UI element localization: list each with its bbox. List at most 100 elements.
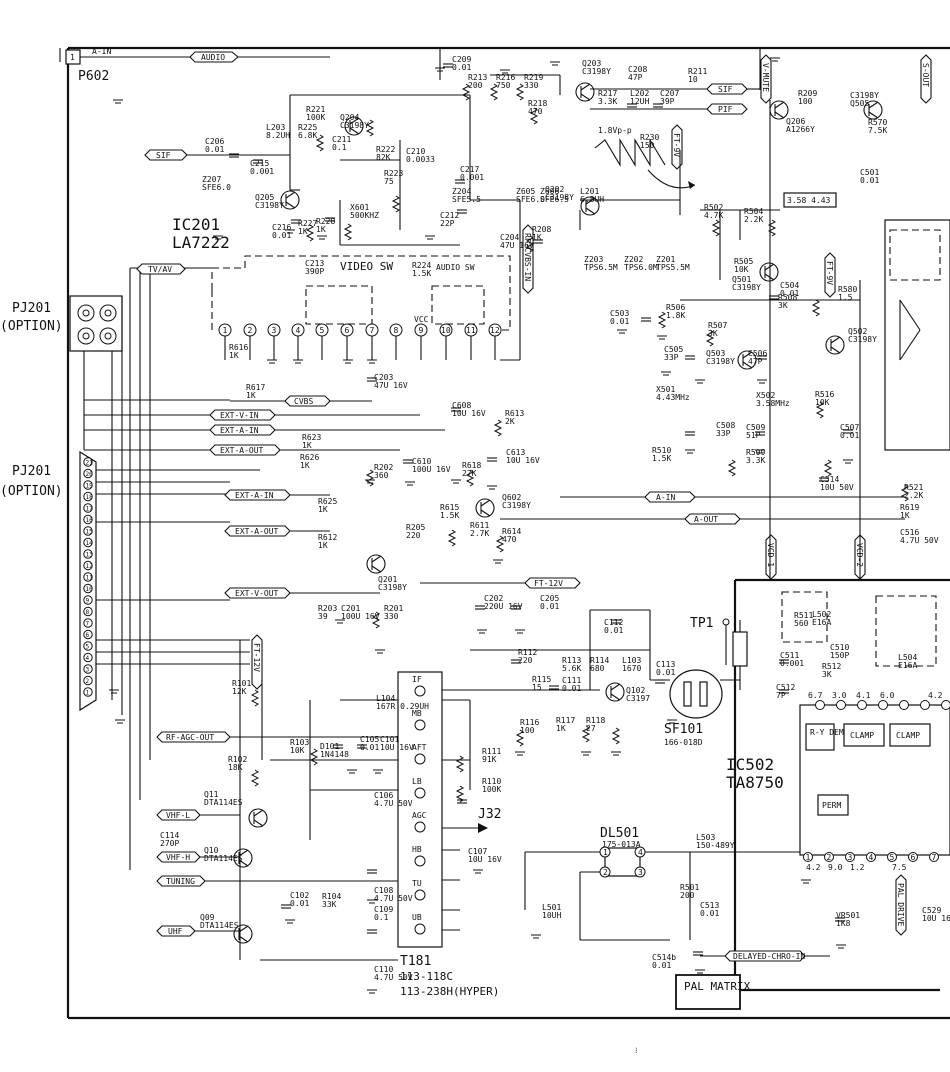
pj201-rca-jack: PJ201 (OPTION): [0, 295, 123, 352]
component-ref: Z203: [584, 255, 603, 264]
scart-pin-label: 9: [86, 598, 90, 605]
j32-label: J32: [478, 807, 501, 822]
ic502-bottom-pin-label: 5: [890, 853, 895, 862]
component-ref: R615: [440, 503, 459, 512]
component-value: 0.01: [780, 289, 799, 298]
components: C2090.01R213200R216750R219330R218470Q203…: [109, 55, 950, 994]
s-out-tag: S-OUT: [921, 63, 930, 87]
tuner-wiring: [239, 609, 651, 961]
ic201-pin-label: 6: [345, 326, 350, 335]
component-value: 75: [384, 177, 394, 186]
ic502-pin-voltage: 7.5: [892, 863, 907, 872]
pj201-bottom-label: PJ201: [12, 464, 51, 479]
component-value: 100K: [482, 785, 501, 794]
component-value: 22P: [440, 219, 455, 228]
tuner-pin: [414, 821, 426, 833]
component-ref: C508: [716, 421, 735, 430]
resistor-symbol: [461, 83, 471, 101]
tuner-pin-label: MB: [412, 709, 422, 718]
ground-symbol: [367, 989, 377, 994]
component-value: 150: [640, 141, 655, 150]
component-ref: C101: [380, 735, 399, 744]
component-ref: R103: [290, 738, 309, 747]
component-ref: Q206: [786, 117, 805, 126]
component-ref: R505: [734, 257, 753, 266]
ft-9v-tag-2: FT-9V: [825, 261, 834, 285]
cvbs-tag: CVBS: [230, 395, 372, 407]
ground-symbol: [531, 934, 541, 939]
component-ref: R616: [229, 343, 248, 352]
waveform-amp: 1.8Vp-p: [598, 126, 632, 135]
component-value: 0.01: [540, 602, 559, 611]
component-ref: R115: [532, 675, 551, 684]
tuner-name: T181: [400, 954, 431, 969]
component-ref: R617: [246, 383, 265, 392]
rf-cvbs-in-tag: RF-CVBS-IN: [523, 233, 532, 281]
component-ref: C113: [656, 660, 675, 669]
component-value: 1K: [532, 233, 542, 242]
component-ref: R222: [376, 145, 395, 154]
sif-tag-right: SIF: [706, 83, 748, 95]
ic502-pin-voltage: 4.1: [856, 691, 871, 700]
component-value: 470: [528, 107, 543, 116]
ground-symbol: [667, 719, 677, 724]
component-value: 3K: [822, 670, 832, 679]
component-ref: L203: [266, 123, 285, 132]
scart-pin: [83, 652, 93, 663]
component-value: 7P: [776, 691, 786, 700]
component-ref: C204: [500, 233, 519, 242]
scart-pin-label: 14: [86, 540, 94, 547]
component-value: C3198Y: [255, 201, 284, 210]
component-value: 33P: [664, 353, 679, 362]
component-ref: C514b: [652, 953, 676, 962]
component-value: 12UH: [630, 97, 649, 106]
resistor-symbol: [365, 469, 375, 487]
component-value: 10U 16V: [922, 914, 950, 923]
transistor-symbol: [759, 262, 779, 282]
component-value: 10U 16V: [452, 409, 486, 418]
component-ref: C207: [660, 89, 679, 98]
component-ref: R618: [462, 461, 481, 470]
svg-text:UHF: UHF: [168, 927, 183, 936]
component-ref: R111: [482, 747, 501, 756]
ic502-top-pin: [878, 700, 888, 710]
resistor-symbol: [767, 219, 777, 237]
component-value: 4.7U 50V: [374, 894, 413, 903]
transistor-symbol: [575, 82, 595, 102]
resistor-symbol: [391, 195, 401, 213]
component-value: 1.5K: [440, 511, 459, 520]
transistor-symbol: [580, 196, 600, 216]
ext-a-in-tag-1: EXT-A-IN: [209, 424, 445, 436]
tp1-testpoint: TP1: [690, 616, 748, 667]
transistor-symbol: [863, 100, 883, 120]
component-value: 200: [468, 81, 483, 90]
component-value: 0.01: [840, 431, 859, 440]
svg-text:SIF: SIF: [718, 85, 733, 94]
transistor-symbol: [366, 554, 386, 574]
component-value: 0.1: [374, 913, 389, 922]
ground-symbol: [657, 335, 667, 340]
component-ref: R213: [468, 73, 487, 82]
component-value: DTA114ES: [204, 798, 243, 807]
component-value: C3198Y: [582, 67, 611, 76]
transistor-symbol: [280, 190, 300, 210]
ground-symbol: [367, 899, 377, 904]
component-value: 2.7K: [470, 529, 489, 538]
ic502-pin-voltage: 1.2: [850, 863, 865, 872]
resistor-symbol: [309, 748, 319, 766]
component-value: C3198Y: [340, 121, 369, 130]
resistor-symbol: [711, 219, 721, 237]
ic201-pin-label: 5: [320, 326, 325, 335]
scart-pin-label: 12: [86, 563, 94, 570]
resistor-symbol: [815, 401, 825, 419]
component-ref: R104: [322, 892, 341, 901]
waveform-graphic: 1.8Vp-p: [594, 126, 696, 189]
ground-symbol: [695, 969, 705, 974]
ground-symbol: [113, 99, 123, 104]
component-value: SFE6.0: [516, 195, 545, 204]
component-ref: Q205: [255, 193, 274, 202]
ground-symbol: [661, 371, 671, 376]
tuner-pin-label: TU: [412, 879, 422, 888]
svg-text:DL501: DL501: [600, 826, 639, 841]
pif-tag: PIF: [706, 103, 748, 115]
